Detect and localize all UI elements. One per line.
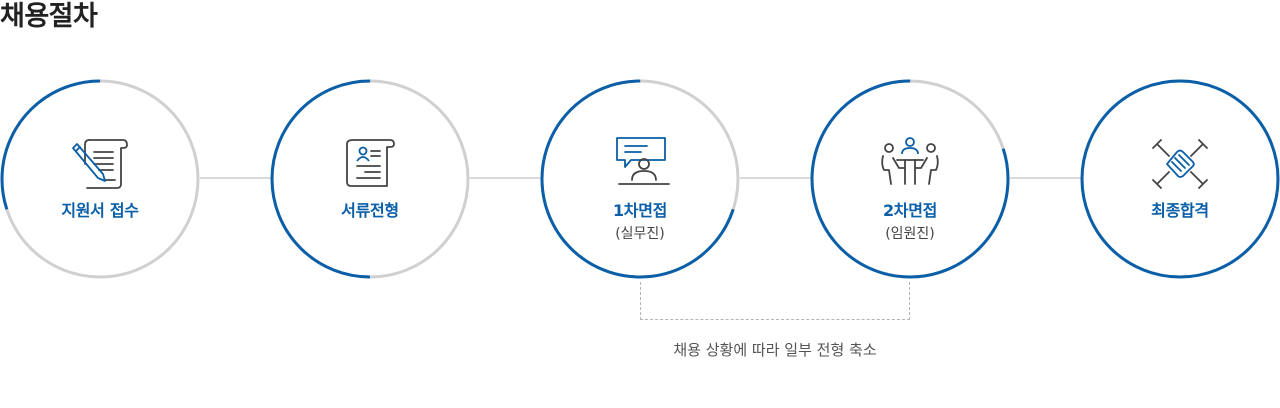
- progress-ring: [0, 79, 200, 279]
- progress-ring: [1080, 79, 1280, 279]
- step-label: 최종합격: [1151, 201, 1209, 220]
- page-title: 채용절차: [0, 1, 98, 32]
- step-label: 서류전형: [341, 201, 399, 220]
- meeting-table-icon: [881, 137, 939, 185]
- step-first-interview: 1차면접 (실무진): [540, 79, 740, 279]
- step-label: 1차면접: [612, 201, 668, 220]
- connector-2: [470, 177, 542, 179]
- step-label: 2차면접: [882, 201, 938, 220]
- step-final-pass: 최종합격: [1080, 79, 1280, 279]
- interview-bracket: [640, 282, 910, 320]
- step-application: 지원서 접수: [0, 79, 200, 279]
- step-sublabel: (실무진): [615, 226, 665, 242]
- progress-ring: [810, 79, 1010, 279]
- step-sublabel: (임원진): [885, 226, 935, 242]
- step-second-interview: 2차면접 (임원진): [810, 79, 1010, 279]
- interview-icon: [616, 137, 670, 185]
- connector-3: [740, 177, 812, 179]
- document-pen-icon: [72, 139, 128, 189]
- process-note: 채용 상황에 따라 일부 전형 축소: [673, 341, 877, 359]
- connector-4: [1010, 177, 1082, 179]
- step-label: 지원서 접수: [61, 201, 139, 220]
- progress-ring: [270, 79, 470, 279]
- connector-1: [200, 177, 272, 179]
- handshake-icon: [1152, 139, 1208, 189]
- progress-ring: [540, 79, 740, 279]
- step-document-screening: 서류전형: [270, 79, 470, 279]
- resume-icon: [346, 139, 395, 187]
